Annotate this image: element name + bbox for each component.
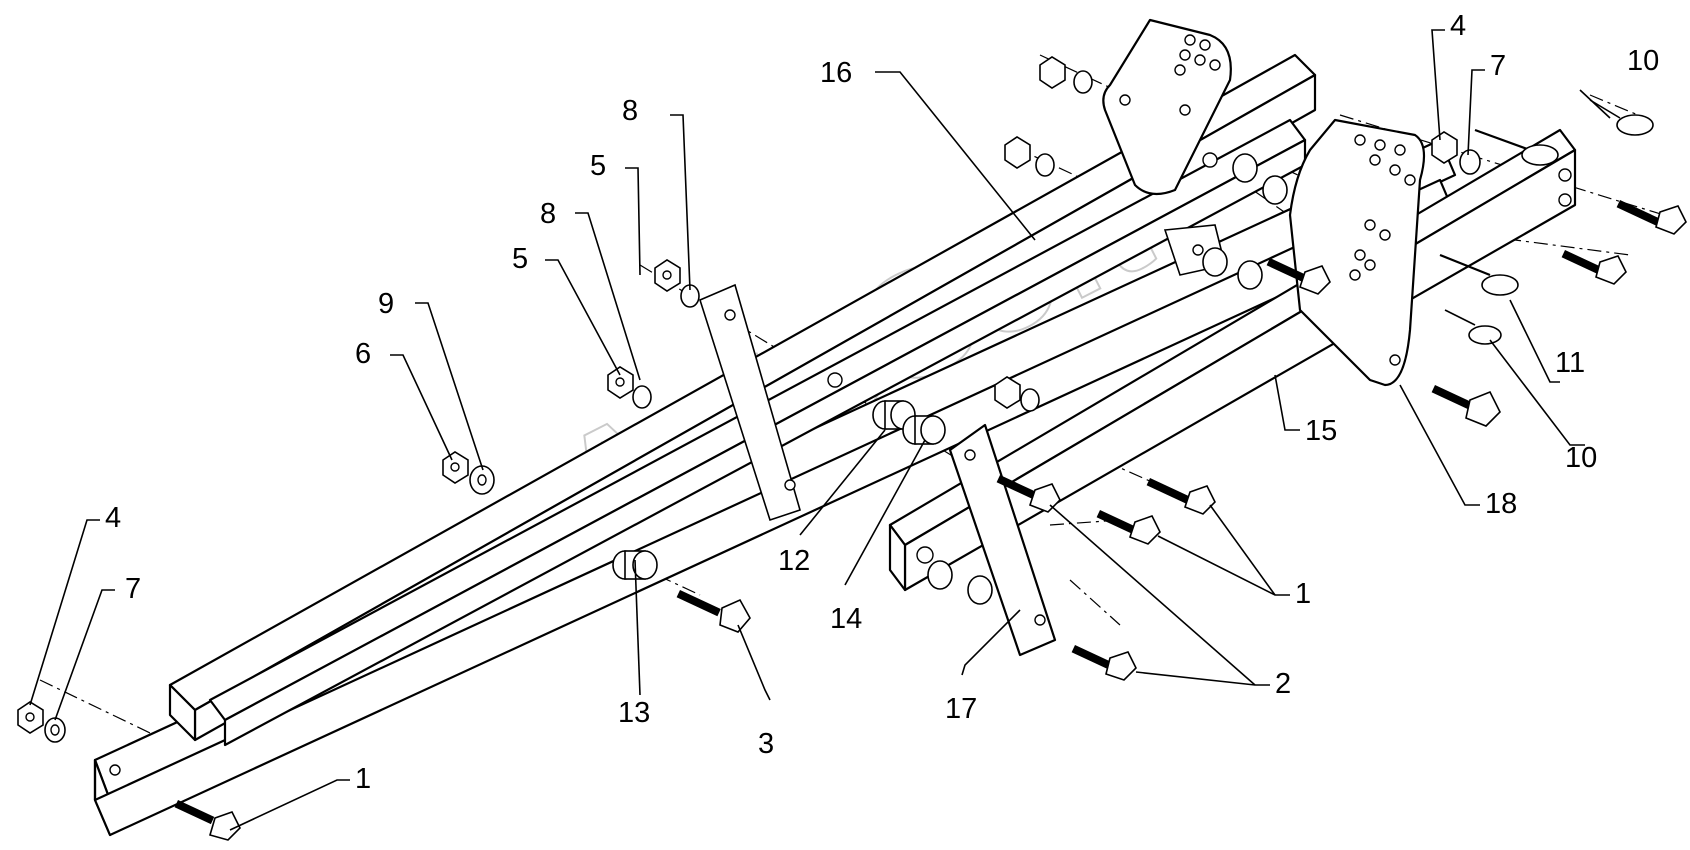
bolt-right-lower: [1561, 249, 1627, 285]
callout-3: 3: [758, 728, 774, 760]
nut-rear-1: [1039, 56, 1066, 89]
bolt-1-left: [174, 800, 241, 841]
washer-8-lower: [632, 385, 652, 409]
callout-6: 6: [355, 338, 371, 370]
washer-rear-2: [1035, 153, 1055, 177]
callout-7: 7: [1490, 50, 1506, 82]
callout-1: 1: [1295, 578, 1311, 610]
callout-11: 11: [1555, 347, 1585, 379]
nuts-and-washers: [17, 56, 1481, 743]
bushings: [612, 153, 1288, 605]
bolt-2-upper: [996, 475, 1061, 513]
washer-7-left: [44, 717, 66, 743]
callout-18: 18: [1485, 488, 1517, 520]
callout-2: 2: [1275, 668, 1291, 700]
callout-5: 5: [590, 150, 606, 182]
callout-12: 12: [778, 545, 810, 577]
nut-5-upper: [654, 259, 681, 292]
callout-16: 16: [820, 57, 852, 89]
callout-8: 8: [540, 198, 556, 230]
callout-14: 14: [830, 603, 862, 635]
bolt-center: [1266, 258, 1331, 295]
bushing-a: [927, 560, 993, 605]
hitch-plate-18: [1288, 118, 1426, 387]
pin-11-upper: [1474, 128, 1559, 166]
callout-9: 9: [378, 288, 394, 320]
bushing-14: [902, 415, 946, 445]
bolts: [174, 200, 1687, 841]
clip-10-upper: [1589, 99, 1654, 136]
nut-rear-2: [1004, 136, 1031, 169]
callout-10: 10: [1627, 45, 1659, 77]
bushing-b: [1232, 153, 1288, 205]
hitch-plate-rear: [1102, 18, 1232, 196]
callout-5: 5: [512, 243, 528, 275]
washer-9: [469, 465, 495, 495]
bushing-13: [612, 550, 658, 580]
bolt-1-mid-b: [1146, 478, 1216, 515]
callout-13: 13: [618, 697, 650, 729]
plate-17: [948, 423, 1057, 657]
nut-5-lower: [607, 366, 634, 399]
leader-lines: [29, 29, 1611, 831]
pin-11-lower: [1439, 253, 1519, 296]
nut-6: [442, 451, 469, 484]
callout-1: 1: [355, 763, 371, 795]
bolt-2-lower: [1071, 645, 1137, 681]
callout-4: 4: [105, 502, 121, 534]
callout-17: 17: [945, 693, 977, 725]
bushing-c: [1202, 247, 1263, 290]
bolt-right-upper: [1616, 200, 1687, 235]
callout-7: 7: [125, 573, 141, 605]
pins-and-clips: [1439, 99, 1654, 345]
washer-rear-1: [1073, 70, 1093, 94]
clip-10-lower: [1444, 309, 1502, 345]
callout-4: 4: [1450, 10, 1466, 42]
small-plate-left: [699, 283, 801, 522]
bolt-18: [1431, 385, 1501, 427]
bolt-1-mid-a: [1096, 510, 1161, 545]
callout-15: 15: [1305, 415, 1337, 447]
nut-mid: [994, 376, 1021, 409]
callout-8: 8: [622, 95, 638, 127]
bolt-3: [676, 589, 751, 633]
washer-mid: [1020, 388, 1040, 412]
nut-4-right: [1431, 131, 1458, 164]
washer-7-right: [1459, 149, 1481, 175]
nut-4-left: [17, 701, 44, 734]
callout-labels: 16 8 5 8 5 9 6 4 7 1 13 3 12 14 17 2 1 1…: [105, 10, 1659, 795]
callout-10: 10: [1565, 442, 1597, 474]
